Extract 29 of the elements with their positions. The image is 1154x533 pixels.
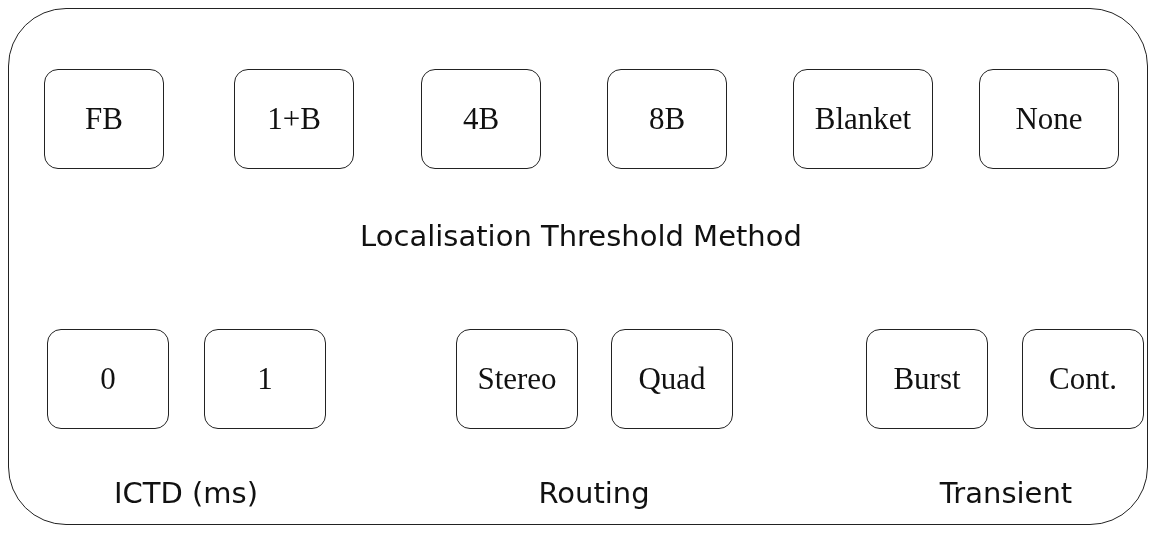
group-caption: Localisation Threshold Method (360, 219, 802, 253)
option-label: 1 (257, 361, 273, 397)
option-label: 8B (648, 101, 686, 137)
option-box (1022, 329, 1144, 429)
option-label: Stereo (477, 361, 557, 397)
option-box (979, 69, 1119, 169)
option-box (47, 329, 169, 429)
option-label: 1+B (267, 101, 321, 137)
option-box (204, 329, 326, 429)
option-box (234, 69, 354, 169)
option-label: Burst (893, 361, 961, 397)
option-box (793, 69, 933, 169)
option-label: Blanket (814, 101, 912, 137)
option-label: 0 (100, 361, 116, 397)
option-label: Quad (638, 361, 706, 397)
option-label: FB (85, 101, 123, 137)
rounded-frame (8, 8, 1148, 525)
option-label: Cont. (1048, 361, 1117, 397)
option-box (421, 69, 541, 169)
group-caption: Transient (939, 476, 1073, 510)
group-caption: ICTD (ms) (113, 476, 259, 510)
option-box (44, 69, 164, 169)
option-label: 4B (462, 101, 500, 137)
option-box (607, 69, 727, 169)
option-label: None (1015, 101, 1083, 137)
option-box (866, 329, 988, 429)
option-box (611, 329, 733, 429)
option-box (456, 329, 578, 429)
group-caption: Routing (538, 476, 650, 510)
